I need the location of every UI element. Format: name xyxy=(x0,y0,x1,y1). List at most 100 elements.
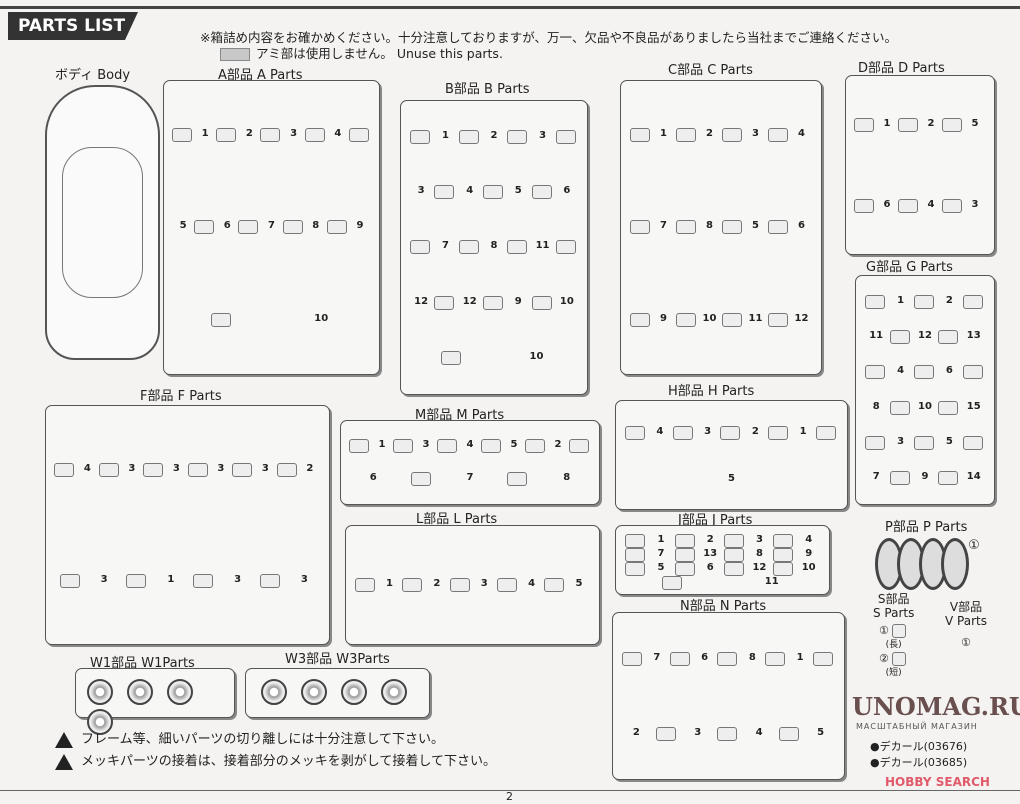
part-number: 3 xyxy=(480,578,488,589)
part-number: 12 xyxy=(918,329,932,341)
part-number: 10 xyxy=(801,562,816,573)
part-number: 9 xyxy=(805,548,813,559)
part-number: 3 xyxy=(417,185,425,197)
s-parts: S部品 S Parts ① (長) ② (短) xyxy=(873,592,914,680)
part-drawing xyxy=(898,117,918,132)
part-number: 4 xyxy=(334,128,342,140)
warning-text: メッキパーツの接着は、接着部分のメッキを剥がして接着して下さい。 xyxy=(81,754,496,769)
part-drawing xyxy=(348,128,369,143)
part-drawing xyxy=(216,128,237,143)
part-drawing xyxy=(767,312,788,327)
w1-parts-frame xyxy=(75,668,235,735)
part-number: 2 xyxy=(554,438,562,450)
part-number: 3 xyxy=(971,198,979,210)
part-drawing xyxy=(898,198,918,213)
part-number: 6 xyxy=(883,198,891,210)
part-number: 6 xyxy=(706,562,714,573)
part-drawing xyxy=(768,425,789,440)
part-drawing xyxy=(449,578,470,592)
warning-icon xyxy=(55,731,73,748)
part-number: 7 xyxy=(657,548,665,559)
part-drawing xyxy=(765,651,786,666)
s-part-2: ② xyxy=(879,652,889,665)
part-drawing xyxy=(187,462,208,477)
part-number: 11 xyxy=(764,576,779,587)
part-number: 3 xyxy=(755,534,763,545)
part-drawing xyxy=(624,425,645,440)
part-drawing xyxy=(717,726,738,741)
part-number: 8 xyxy=(755,548,763,559)
part-drawing xyxy=(815,425,836,440)
part-number: 3 xyxy=(694,726,702,738)
part-drawing xyxy=(569,438,589,453)
part-number: 10 xyxy=(529,351,544,363)
h-parts-label: H部品 H Parts xyxy=(668,384,755,399)
part-drawing xyxy=(675,312,696,327)
part-drawing xyxy=(238,220,259,235)
part-number: 8 xyxy=(490,240,498,252)
part-drawing xyxy=(721,220,742,235)
part-drawing xyxy=(767,128,788,143)
part-drawing xyxy=(458,240,479,255)
part-drawing xyxy=(889,400,910,415)
part-drawing xyxy=(507,472,528,487)
page-number: 2 xyxy=(506,790,513,803)
part-drawing xyxy=(531,295,552,310)
part-drawing xyxy=(410,129,431,144)
page-title: PARTS LIST xyxy=(8,12,138,40)
part-drawing xyxy=(674,562,695,576)
v-parts-label-en: V Parts xyxy=(945,614,987,628)
part-number: 4 xyxy=(656,425,664,437)
part-drawing xyxy=(717,651,738,666)
part-number: 9 xyxy=(356,220,364,232)
part-number: 4 xyxy=(528,578,536,589)
part-drawing xyxy=(59,573,80,588)
b-parts-label: B部品 B Parts xyxy=(445,82,530,97)
part-number: 7 xyxy=(466,472,474,484)
part-number: 5 xyxy=(752,220,759,232)
part-number: 6 xyxy=(563,185,571,197)
part-number: 3 xyxy=(300,573,308,585)
part-number: 9 xyxy=(921,471,929,483)
part-number: 4 xyxy=(897,365,905,377)
part-drawing xyxy=(349,438,369,453)
part-number: 7 xyxy=(653,651,661,663)
part-drawing xyxy=(675,220,696,235)
part-drawing xyxy=(434,185,455,200)
warning-1: フレーム等、細いパーツの切り離しには十分注意して下さい。 xyxy=(55,728,444,748)
part-number: 2 xyxy=(927,117,935,129)
part-drawing xyxy=(723,562,744,576)
part-number: 3 xyxy=(128,462,136,474)
decal-note-2: ●デカール(03685) xyxy=(870,756,968,769)
part-number: 5 xyxy=(817,726,825,738)
s-part-1-note: (長) xyxy=(885,640,902,650)
part-drawing xyxy=(942,117,962,132)
part-number: 10 xyxy=(559,295,574,307)
v-parts: V部品 V Parts ① xyxy=(945,600,987,650)
part-number: 11 xyxy=(869,329,884,341)
unuse-note: アミ部は使用しません。 Unuse this parts. xyxy=(220,43,503,62)
part-number: 12 xyxy=(462,295,477,307)
p-parts-tires: ① xyxy=(875,538,980,594)
part-drawing xyxy=(773,534,794,548)
s-part-1: ① xyxy=(879,624,889,637)
part-drawing xyxy=(260,128,281,143)
part-drawing xyxy=(304,128,325,143)
warning-2: メッキパーツの接着は、接着部分のメッキを剥がして接着して下さい。 xyxy=(55,750,496,770)
part-drawing xyxy=(232,462,253,477)
part-number: 5 xyxy=(971,117,979,129)
part-number: 12 xyxy=(414,295,429,307)
part-drawing xyxy=(629,312,650,327)
hobby-search-logo: HOBBY SEARCH xyxy=(885,775,990,789)
part-number: 1 xyxy=(883,117,891,129)
d-parts-label: D部品 D Parts xyxy=(858,61,945,76)
part-drawing xyxy=(854,117,874,132)
part-number: 1 xyxy=(799,425,807,437)
part-number: 4 xyxy=(466,185,474,197)
part-number: 8 xyxy=(706,220,713,232)
part-number: 1 xyxy=(167,573,175,585)
